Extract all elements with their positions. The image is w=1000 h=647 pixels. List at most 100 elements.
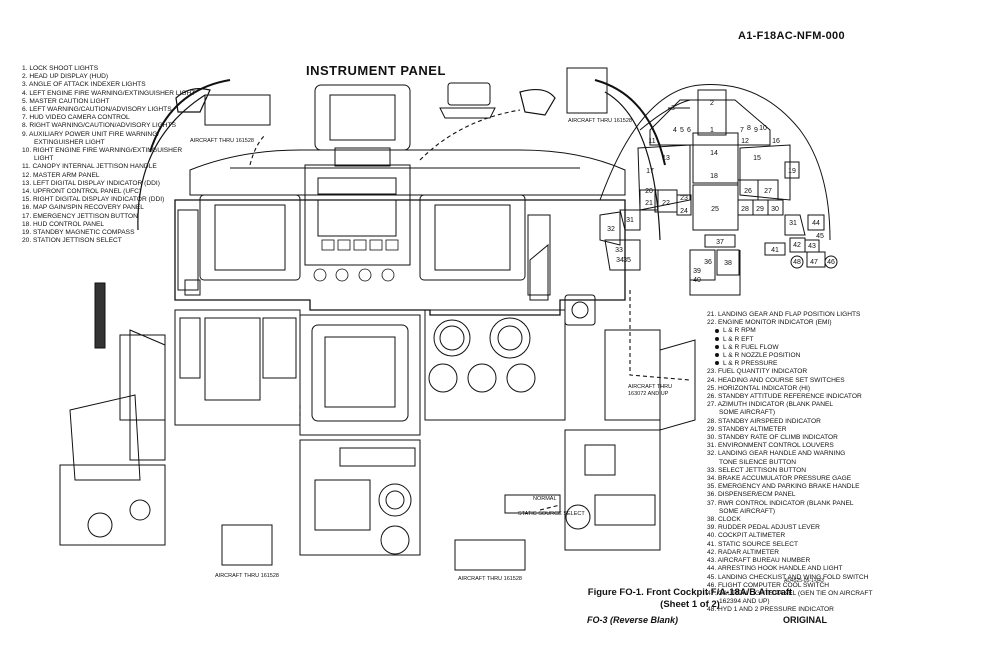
legend-right-text: 39. RUDDER PEDAL ADJUST LEVER <box>707 524 820 532</box>
page-id: FO-3 (Reverse Blank) <box>587 615 679 625</box>
legend-right-item: 46. FLIGHT COMPUTER COOL SWITCH <box>707 582 872 590</box>
legend-left-item: 15. RIGHT DIGITAL DISPLAY INDICATOR (DDI… <box>22 196 165 204</box>
key-num-36: 36 <box>704 259 712 266</box>
legend-left-item: 18. HUD CONTROL PANEL <box>22 220 105 228</box>
legend-right-text: L & R NOZZLE POSITION <box>723 352 801 360</box>
bullet-icon <box>715 353 719 358</box>
key-num-1: 1 <box>710 127 714 134</box>
legend-right-text: 162394 AND UP) <box>719 598 770 606</box>
legend-left-item: 17. EMERGENCY JETTISON BUTTON <box>22 212 138 220</box>
key-num-26: 26 <box>744 188 752 195</box>
legend-right-item: 39. RUDDER PEDAL ADJUST LEVER <box>707 524 872 532</box>
legend-right-item: 42. RADAR ALTIMETER <box>707 549 872 557</box>
legend-right-text: TONE SILENCE BUTTON <box>719 458 797 466</box>
key-num-4: 4 <box>673 127 677 134</box>
key-num-48: 48 <box>793 259 801 266</box>
legend-right-item: SOME AIRCRAFT) <box>707 409 872 417</box>
key-num-7: 7 <box>740 127 744 134</box>
legend-left-item: 16. MAP GAIN/SPIN RECOVERY PANEL <box>22 204 144 212</box>
bullet-icon <box>715 336 719 341</box>
key-num-18: 18 <box>710 173 718 180</box>
legend-left-item: 9. AUXILIARY POWER UNIT FIRE WARNING/ <box>22 130 160 138</box>
legend-right-text: 40. COCKPIT ALTIMETER <box>707 532 786 540</box>
legend-right-text: 21. LANDING GEAR AND FLAP POSITION LIGHT… <box>707 311 861 318</box>
key-num-30: 30 <box>771 206 779 213</box>
legend-left-item: 13. LEFT DIGITAL DISPLAY INDICATOR (DDI) <box>22 179 160 187</box>
legend-right-text: 24. HEADING AND COURSE SET SWITCHES <box>707 376 845 384</box>
key-num-2: 2 <box>710 100 714 107</box>
legend-right-text: 23. FUEL QUANTITY INDICATOR <box>707 368 808 376</box>
legend-right-item: L & R EFT <box>707 336 872 344</box>
caption-title: Figure FO-1. Front Cockpit F/A-18A/B Air… <box>587 587 793 598</box>
legend-right-text: 46. FLIGHT COMPUTER COOL SWITCH <box>707 581 829 589</box>
key-num-37: 37 <box>716 239 724 246</box>
legend-right-item: 38. CLOCK <box>707 516 872 524</box>
legend-left-item: 19. STANDBY MAGNETIC COMPASS <box>22 229 135 237</box>
note-aircraft-thru-161528-b: AIRCRAFT THRU 161528 <box>568 118 632 124</box>
key-num-39: 39 <box>693 268 701 275</box>
legend-left-item: LIGHT <box>34 155 54 163</box>
legend-right-item: SOME AIRCRAFT) <box>707 508 872 516</box>
key-num-24: 24 <box>680 208 688 215</box>
legend-right-item: 35. EMERGENCY AND PARKING BRAKE HANDLE <box>707 483 872 491</box>
key-num-15: 15 <box>753 155 761 162</box>
legend-right-text: 44. ARRESTING HOOK HANDLE AND LIGHT <box>707 565 843 573</box>
key-num-45: 45 <box>816 233 824 240</box>
legend-right-text: 36. DISPENSER/ECM PANEL <box>707 491 796 499</box>
bullet-icon <box>715 328 719 333</box>
legend-right-text: 45. LANDING CHECKLIST AND WING FOLD SWIT… <box>707 573 869 581</box>
legend-left-item: 1. LOCK SHOOT LIGHTS <box>22 65 99 72</box>
legend-right-item: 45. LANDING CHECKLIST AND WING FOLD SWIT… <box>707 574 872 582</box>
legend-left-item: 3. ANGLE OF ATTACK INDEXER LIGHTS <box>22 81 146 89</box>
legend-right-text: L & R EFT <box>723 335 754 343</box>
note-163072-and-up: 163072 AND UP <box>628 391 669 397</box>
legend-right-item: TONE SILENCE BUTTON <box>707 459 872 467</box>
legend-right-item: 41. STATIC SOURCE SELECT <box>707 541 872 549</box>
legend-right-text: 26. STANDBY ATTITUDE REFERENCE INDICATOR <box>707 393 862 401</box>
legend-right-text: 37. RWR CONTROL INDICATOR (BLANK PANEL <box>707 499 854 507</box>
key-num-38: 38 <box>724 260 732 267</box>
legend-right-text: 41. STATIC SOURCE SELECT <box>707 540 798 548</box>
figure-caption: Figure FO-1. Front Cockpit F/A-18A/B Air… <box>560 587 820 611</box>
key-num-16: 16 <box>772 138 780 145</box>
key-num-46: 46 <box>827 259 835 266</box>
key-num-6: 6 <box>687 127 691 134</box>
key-num-31b: 31 <box>789 220 797 227</box>
legend-right-item: 31. ENVIRONMENT CONTROL LOUVERS <box>707 442 872 450</box>
legend-right-text: 29. STANDBY ALTIMETER <box>707 425 787 433</box>
legend-right-item: 21. LANDING GEAR AND FLAP POSITION LIGHT… <box>707 311 872 319</box>
legend-right-text: 22. ENGINE MONITOR INDICATOR (EMI) <box>707 319 832 327</box>
legend-right-text: 30. STANDBY RATE OF CLIMB INDICATOR <box>707 434 838 442</box>
legend-right-text: L & R FUEL FLOW <box>723 343 779 351</box>
legend-left-item: 8. RIGHT WARNING/CAUTION/ADVISORY LIGHTS <box>22 122 176 130</box>
bullet-icon <box>715 361 719 366</box>
legend-left-item: 10. RIGHT ENGINE FIRE WARNING/EXTINGUISH… <box>22 147 183 155</box>
note-aircraft-thru-161528-a: AIRCRAFT THRU 161528 <box>190 138 254 144</box>
legend-left-item: 20. STATION JETTISON SELECT <box>22 237 122 245</box>
legend-right-text: L & R RPM <box>723 327 756 335</box>
legend-left-item: EXTINGUISHER LIGHT <box>34 138 105 146</box>
key-num-41: 41 <box>771 247 779 254</box>
key-num-27: 27 <box>764 188 772 195</box>
legend-right-item: 29. STANDBY ALTIMETER <box>707 426 872 434</box>
legend-right-item: 27. AZIMUTH INDICATOR (BLANK PANEL <box>707 401 872 409</box>
legend-right: 21. LANDING GEAR AND FLAP POSITION LIGHT… <box>707 311 872 615</box>
key-num-3: 3 <box>671 105 675 112</box>
caption-sheet: (Sheet 1 of 2) <box>660 599 720 610</box>
legend-right-text: 43. AIRCRAFT BUREAU NUMBER <box>707 557 811 565</box>
key-num-19: 19 <box>788 168 796 175</box>
legend-right-text: 25. HORIZONTAL INDICATOR (HI) <box>707 384 811 392</box>
legend-right-text: L & R PRESSURE <box>723 360 778 368</box>
key-num-25: 25 <box>711 206 719 213</box>
key-num-9: 9 <box>754 127 758 134</box>
key-num-31a: 31 <box>626 217 634 224</box>
legend-right-item: 32. LANDING GEAR HANDLE AND WARNING <box>707 450 872 458</box>
legend-right-item: 33. SELECT JETTISON BUTTON <box>707 467 872 475</box>
legend-left-item: 7. HUD VIDEO CAMERA CONTROL <box>22 114 130 122</box>
legend-left-item: 11. CANOPY INTERNAL JETTISON HANDLE <box>22 163 157 171</box>
legend-right-item: L & R NOZZLE POSITION <box>707 352 872 360</box>
key-num-23: 23 <box>680 195 688 202</box>
legend-right-item: 44. ARRESTING HOOK HANDLE AND LIGHT <box>707 565 872 573</box>
legend-right-item: 48. HYD 1 AND 2 PRESSURE INDICATOR <box>707 606 872 614</box>
